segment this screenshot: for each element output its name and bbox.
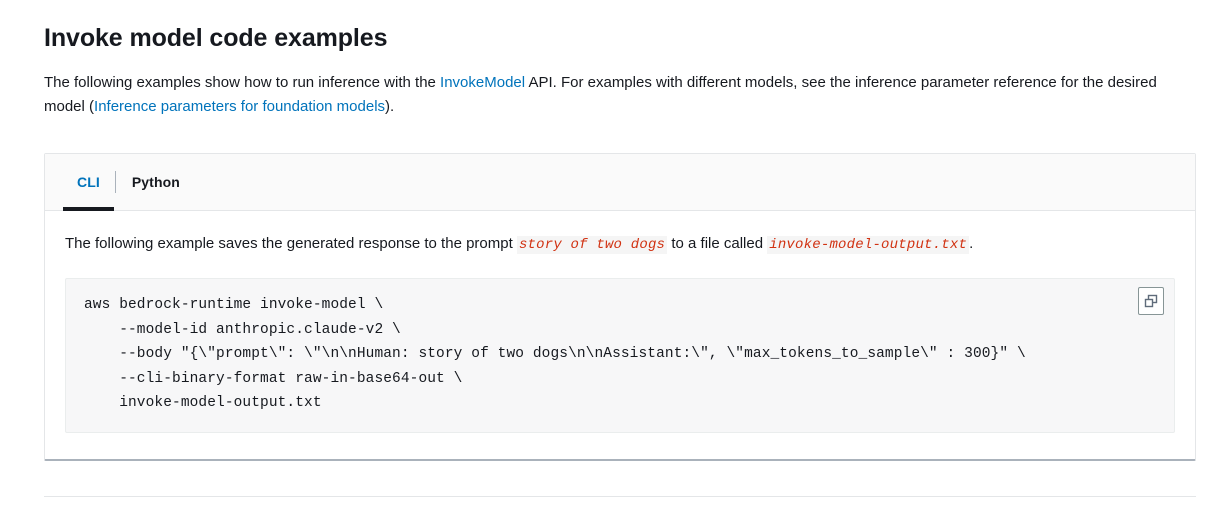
code-examples-tab-container: CLI Python The following example saves t… <box>44 153 1196 461</box>
inline-code-prompt: story of two dogs <box>516 236 668 254</box>
description-part-1: The following example saves the generate… <box>65 235 517 252</box>
tab-list: CLI Python <box>45 154 1195 211</box>
copy-button[interactable] <box>1138 287 1164 315</box>
code-block: aws bedrock-runtime invoke-model \ --mod… <box>65 278 1175 433</box>
tab-separator <box>114 171 116 193</box>
description-part-2: to a file called <box>667 235 768 252</box>
tab-cli[interactable]: CLI <box>61 154 116 211</box>
intro-text-part-1: The following examples show how to run i… <box>44 74 441 91</box>
tab-panel-cli: The following example saves the generate… <box>45 211 1195 459</box>
intro-paragraph: The following examples show how to run i… <box>44 54 1182 119</box>
tab-python[interactable]: Python <box>116 154 196 210</box>
copy-icon <box>1144 294 1159 309</box>
example-description: The following example saves the generate… <box>65 233 1175 256</box>
intro-text-part-2: API. For examples with different models,… <box>44 74 1157 115</box>
link-inference-parameters[interactable]: Inference parameters for foundation mode… <box>94 98 386 115</box>
description-part-3: . <box>969 235 974 252</box>
tab-python-label: Python <box>131 174 180 190</box>
section-divider <box>44 496 1196 497</box>
code-content: aws bedrock-runtime invoke-model \ --mod… <box>84 297 1026 411</box>
inline-code-filename: invoke-model-output.txt <box>767 236 970 254</box>
link-invoke-model[interactable]: InvokeModel <box>440 74 526 91</box>
tab-cli-label: CLI <box>77 174 100 190</box>
intro-text-part-3: ). <box>385 98 395 115</box>
page-title: Invoke model code examples <box>44 24 388 52</box>
